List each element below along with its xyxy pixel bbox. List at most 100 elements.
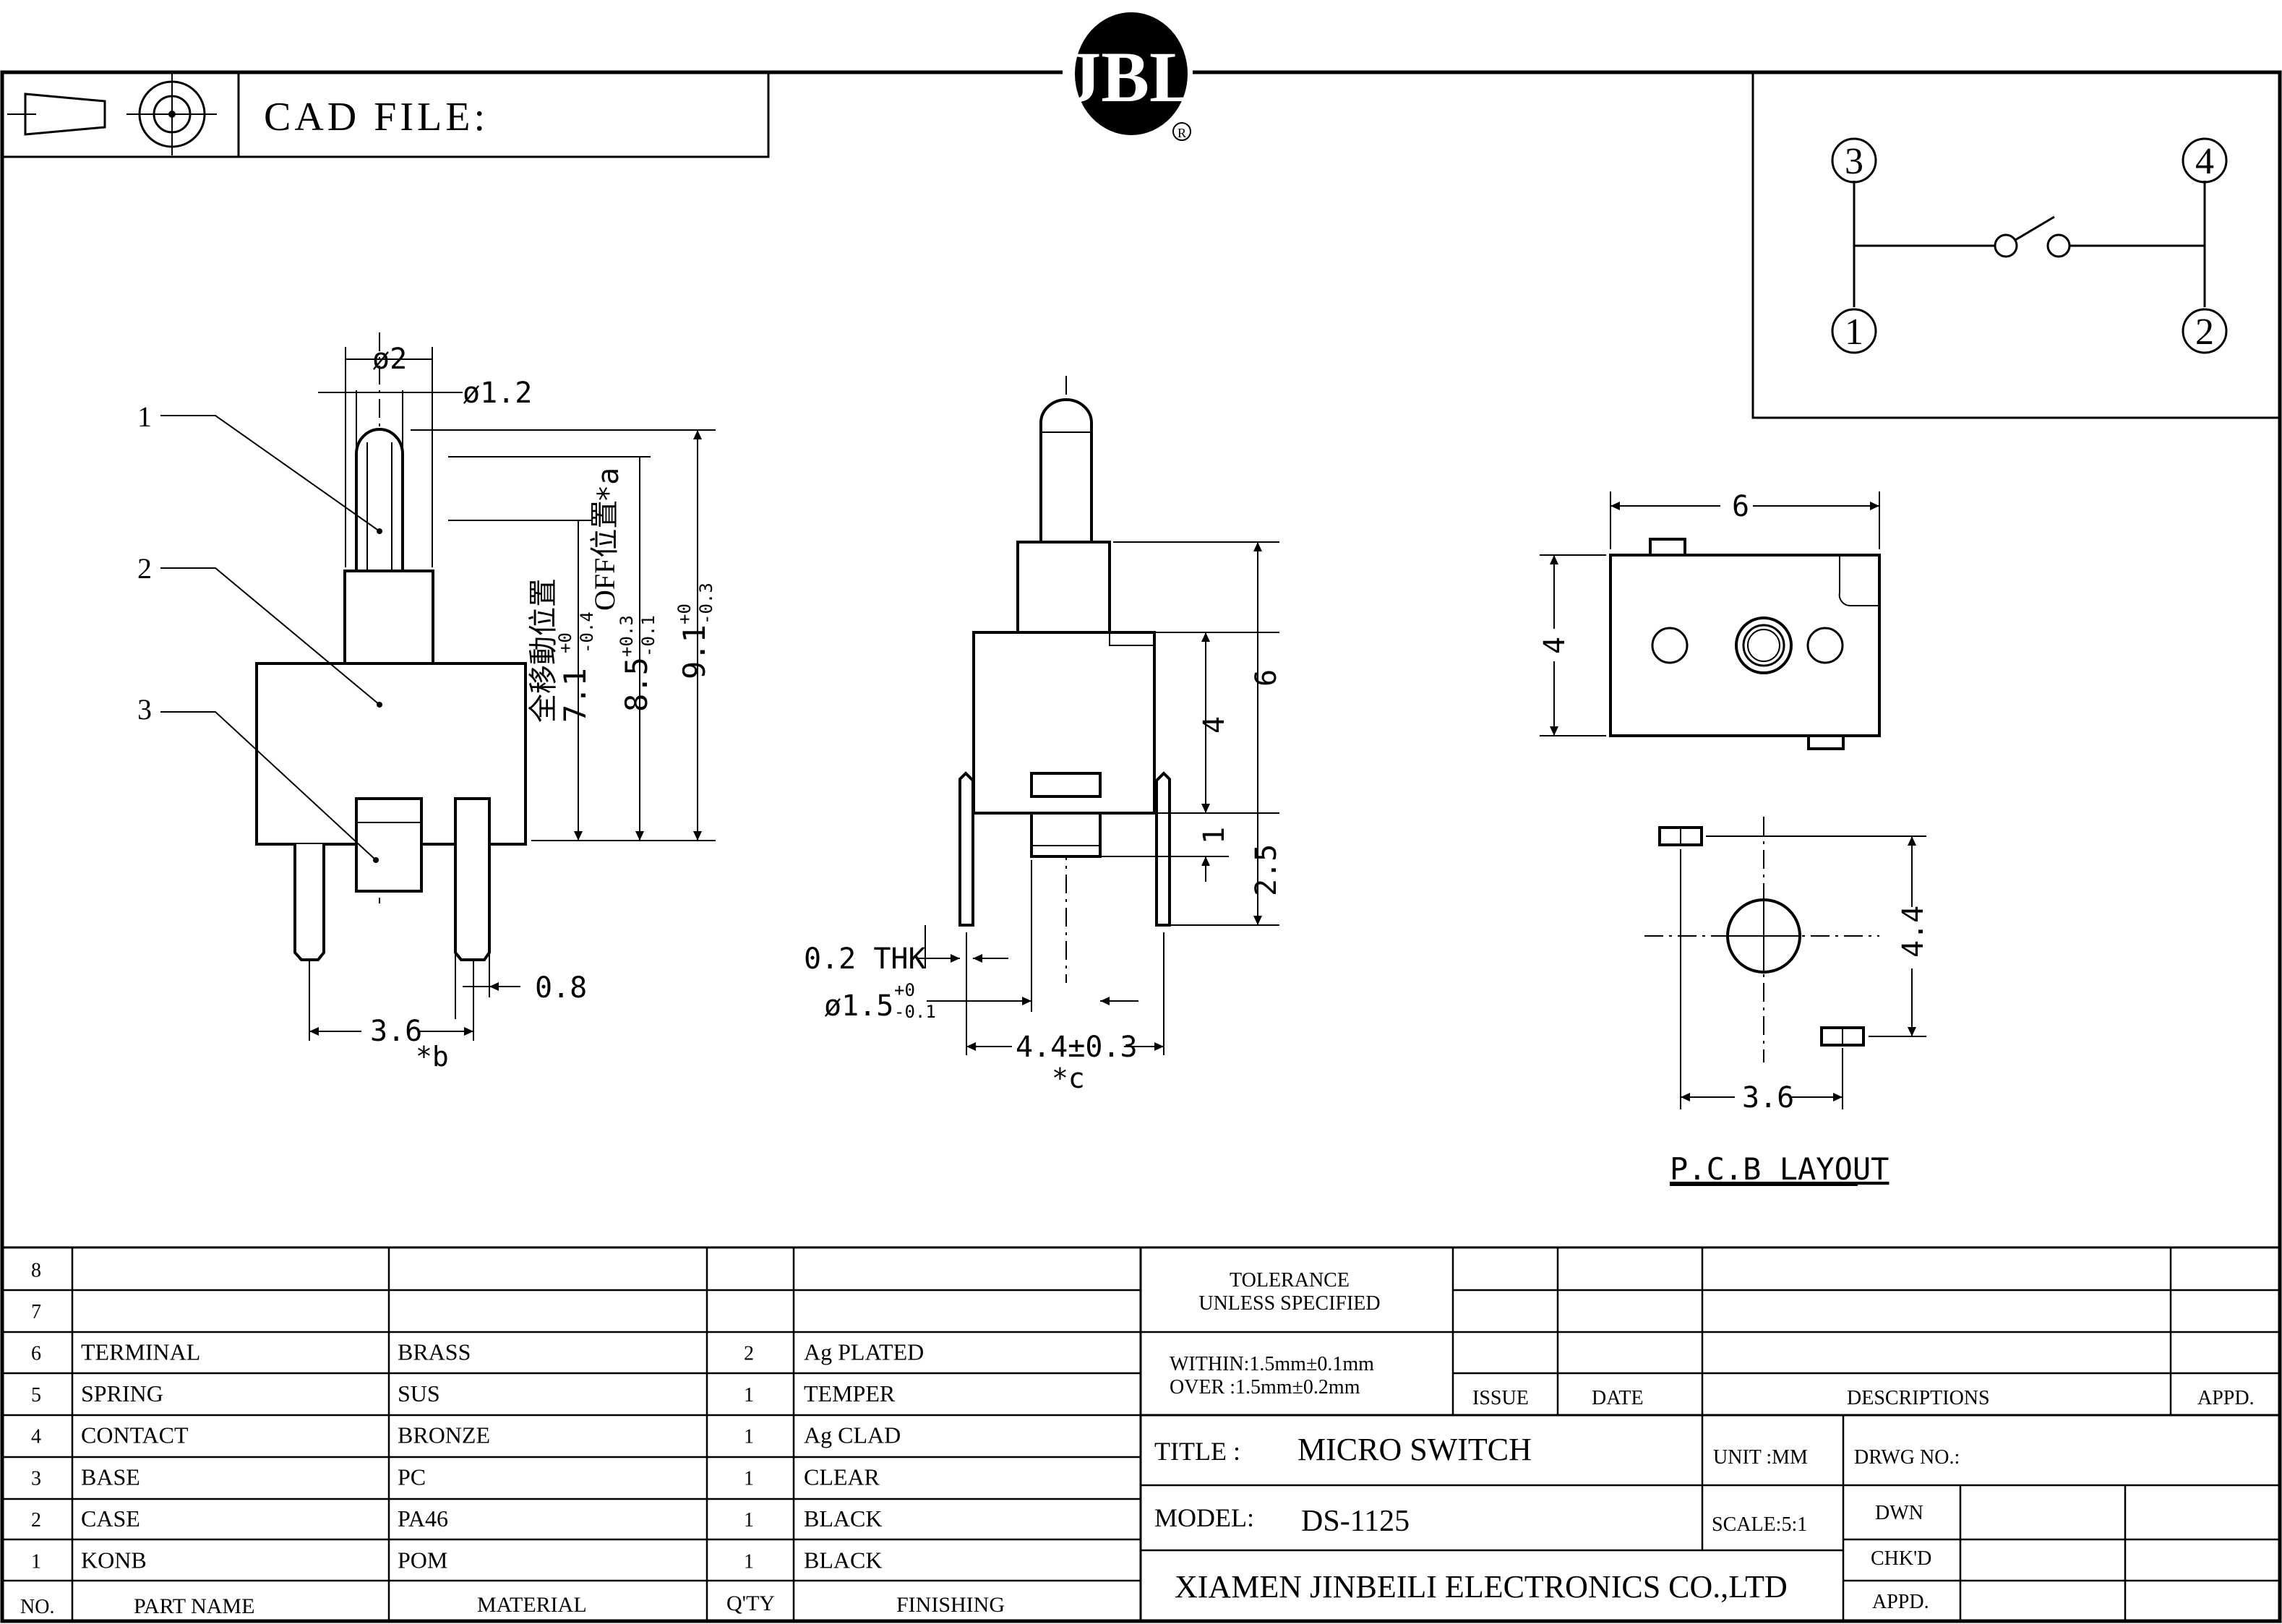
bom-cell-no: 5	[31, 1384, 41, 1406]
dim-total-tol-bot: -0.3	[696, 583, 716, 624]
dim-off-label: OFF位置	[588, 500, 621, 611]
tolerance-line2: UNLESS SPECIFIED	[1198, 1292, 1380, 1315]
bom-cell-qty: 2	[744, 1343, 754, 1365]
bom-header-finishing: FINISHING	[896, 1593, 1005, 1617]
bom-cell-no: 8	[31, 1259, 41, 1281]
dim-pcb-v44: 4.4	[1897, 906, 1930, 958]
registered-mark: R	[1178, 126, 1186, 140]
pin-label: 4	[2195, 141, 2214, 182]
drwg-no-label: DRWG NO.:	[1854, 1446, 1960, 1469]
tolerance-within: WITHIN:1.5mm±0.1mm	[1170, 1353, 1374, 1375]
dim-h4: 4	[1198, 716, 1231, 734]
dim-h6: 6	[1250, 669, 1283, 687]
dim-top-w6: 6	[1732, 490, 1749, 523]
bom-cell-material: PA46	[398, 1505, 448, 1531]
bom-cell-no: 4	[31, 1426, 41, 1448]
bom-table	[2, 1246, 2280, 1621]
descriptions-header: DESCRIPTIONS	[1847, 1387, 1990, 1409]
bom-cell-finishing: Ag CLAD	[804, 1422, 901, 1448]
bom-cell-no: 1	[31, 1551, 41, 1573]
issue-header: ISSUE	[1472, 1387, 1529, 1409]
pin-3-marker	[1831, 137, 1877, 184]
bom-cell-material: BRONZE	[398, 1422, 490, 1448]
tolerance-over: OVER :1.5mm±0.2mm	[1170, 1376, 1360, 1399]
dim-width-mark: *c	[1052, 1062, 1085, 1094]
dim-off-tol-top: +0.3	[617, 615, 637, 657]
title-label: TITLE :	[1154, 1437, 1240, 1466]
dim-d15: ø1.5	[824, 989, 893, 1023]
dim-pitch-mark: *b	[416, 1041, 449, 1073]
dim-full-travel-tol-bot: -0.4	[577, 611, 597, 653]
callout-1: 1	[137, 400, 152, 433]
date-header: DATE	[1592, 1387, 1644, 1409]
switch-schematic: 3 4 1 2	[1751, 71, 2281, 419]
model-value: DS-1125	[1301, 1505, 1410, 1538]
bom-header-row: NO. PART NAME MATERIAL Q'TY FINISHING	[20, 1591, 1005, 1618]
bom-cell-part: CASE	[81, 1505, 140, 1531]
front-view: 6 4 1 2.5 0.2 THK ø1.5 +0 -0.1 4.4±0.3 *…	[804, 376, 1283, 1094]
jbl-logo: JBL R	[1063, 7, 1198, 145]
appd-label: APPD.	[1872, 1591, 1929, 1613]
pcb-layout-title: P.C.B LAYOUT	[1670, 1151, 1889, 1187]
bom-header-part: PART NAME	[134, 1594, 254, 1618]
bom-cell-no: 6	[31, 1343, 41, 1365]
pcb-layout: 4.4 3.6 P.C.B LAYOUT	[1644, 817, 1930, 1187]
dim-off-tol-bot: -0.1	[638, 615, 659, 657]
bom-cell-qty: 1	[744, 1384, 754, 1406]
bom-cell-finishing: Ag PLATED	[804, 1339, 924, 1365]
bom-cell-part: CONTACT	[81, 1422, 189, 1448]
chkd-label: CHK'D	[1871, 1547, 1931, 1570]
pin-label: 3	[1845, 141, 1863, 182]
bom-cell-finishing: CLEAR	[804, 1464, 880, 1490]
model-label: MODEL:	[1154, 1503, 1254, 1532]
bom-cell-no: 3	[31, 1467, 41, 1490]
pin-label: 2	[2195, 312, 2214, 353]
bom-cell-qty: 1	[744, 1551, 754, 1573]
dim-top-h4: 4	[1538, 637, 1571, 654]
dim-thk: 0.2 THK	[804, 942, 926, 976]
pin-1-marker	[1831, 308, 1877, 354]
pin-label: 1	[1845, 312, 1863, 353]
cad-file-box: CAD FILE:	[1, 71, 770, 158]
dwn-label: DWN	[1875, 1502, 1923, 1524]
bom-cell-material: PC	[398, 1464, 426, 1490]
bom-header-no: NO.	[20, 1596, 54, 1618]
unit-label: UNIT :MM	[1713, 1446, 1808, 1469]
dim-d15-tol-bot: -0.1	[894, 1002, 936, 1022]
callout-2: 2	[137, 552, 152, 585]
bom-cell-no: 2	[31, 1509, 41, 1531]
dim-full-travel-tol-top: +0	[555, 632, 575, 653]
bom-cell-qty: 1	[744, 1426, 754, 1448]
dim-off-mark: *a	[592, 468, 625, 502]
dim-pcb-h36: 3.6	[1742, 1081, 1794, 1114]
bom-cell-finishing: TEMPER	[804, 1380, 896, 1406]
bom-cell-no: 7	[31, 1301, 41, 1323]
bom-cell-material: BRASS	[398, 1339, 471, 1365]
dim-off-value: 8.5	[619, 657, 654, 712]
projection-symbol-icon	[7, 72, 217, 155]
bom-cell-material: POM	[398, 1547, 447, 1573]
callout-3: 3	[137, 693, 152, 726]
title-block: TOLERANCE UNLESS SPECIFIED WITHIN:1.5mm±…	[1141, 1247, 2280, 1621]
dim-full-travel-value: 7.1	[557, 668, 593, 723]
bom-cell-qty: 1	[744, 1509, 754, 1531]
dim-full-travel-label: 全移動位置	[527, 578, 559, 723]
pin-4-marker	[2182, 137, 2228, 184]
bom-header-qty: Q'TY	[726, 1591, 775, 1615]
bom-cell-part: BASE	[81, 1464, 140, 1490]
company-name: XIAMEN JINBEILI ELECTRONICS CO.,LTD	[1175, 1569, 1788, 1604]
bom-cell-finishing: BLACK	[804, 1505, 882, 1531]
scale-label: SCALE:5:1	[1712, 1513, 1807, 1536]
top-view: 6 4	[1538, 490, 1881, 750]
dim-d12: ø1.2	[463, 377, 532, 410]
dim-total-value: 9.1	[677, 624, 712, 679]
cad-file-label: CAD FILE:	[264, 95, 489, 139]
bom-cell-finishing: BLACK	[804, 1547, 882, 1573]
dim-h25: 2.5	[1250, 844, 1283, 896]
dim-h1: 1	[1198, 827, 1231, 844]
pin-2-marker	[2182, 308, 2228, 354]
bom-cell-qty: 1	[744, 1467, 754, 1490]
bom-cell-part: SPRING	[81, 1380, 163, 1406]
